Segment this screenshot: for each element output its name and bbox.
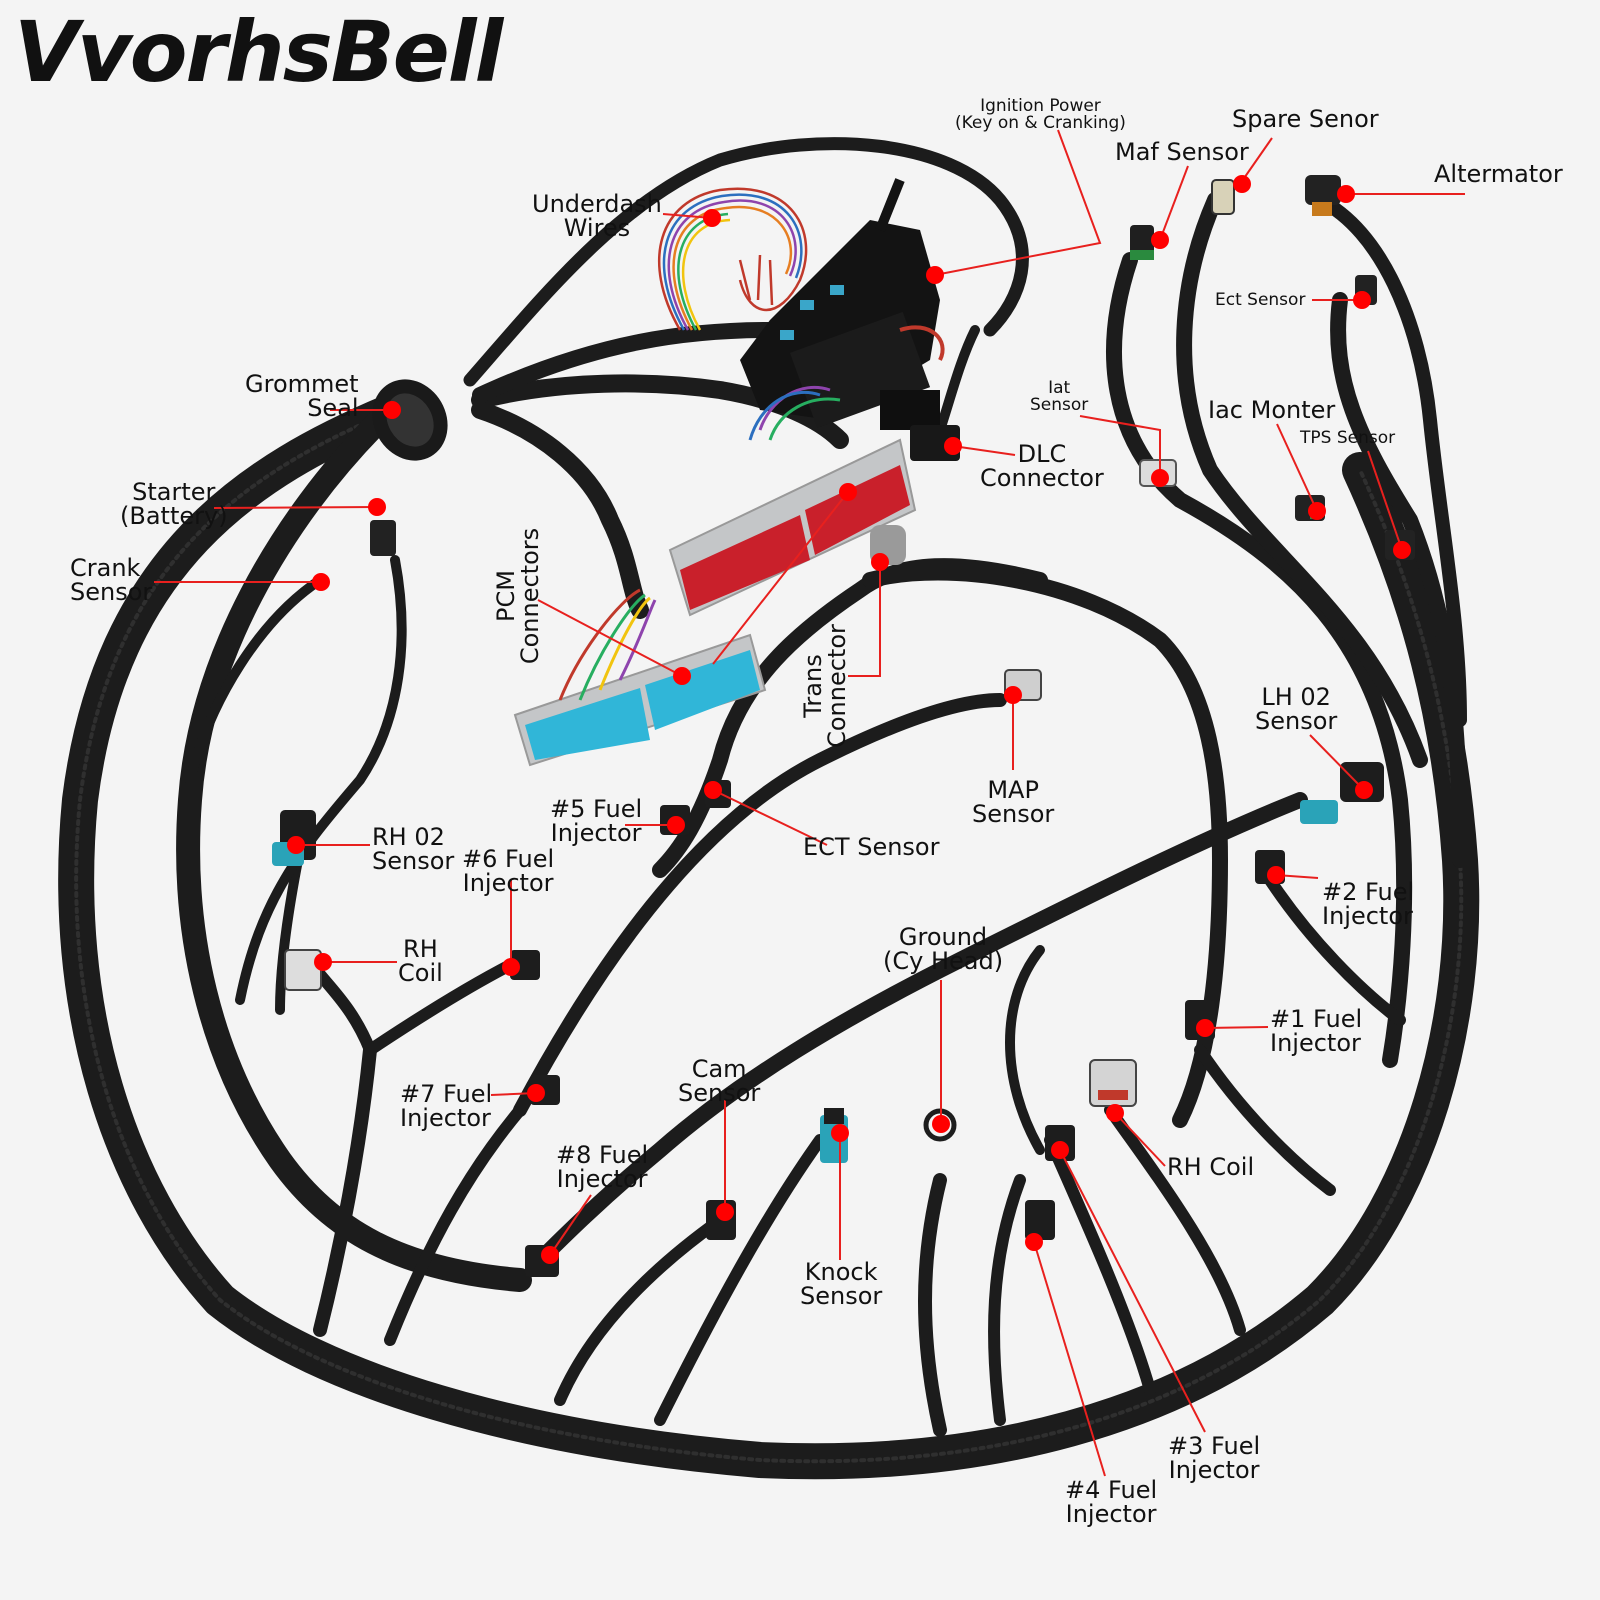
- label-spare-senor: Spare Senor: [1232, 105, 1379, 133]
- brand-logo: VvorhsBell: [14, 3, 503, 101]
- label-ignition-power: Ignition Power(Key on & Cranking): [955, 96, 1126, 133]
- leader-lines: [154, 129, 1465, 1477]
- pcm-branch: [471, 374, 849, 449]
- label-starter-battery: Starter(Battery): [120, 478, 228, 530]
- label-ect-sensor: ECT Sensor: [803, 833, 940, 861]
- grommet-seal-part: [372, 379, 448, 461]
- label-tps-sensor: TPS Sensor: [1300, 428, 1396, 448]
- label-rh-coil-right: RH Coil: [1167, 1153, 1255, 1181]
- ignition-loop: [463, 137, 1029, 387]
- label-maf-sensor: Maf Sensor: [1115, 138, 1249, 166]
- starter-plug: [370, 520, 396, 556]
- label-altermator: Altermator: [1434, 160, 1563, 188]
- inner-left-trunk: [176, 408, 532, 1292]
- fuse-relay-box: [740, 178, 945, 430]
- spare-sensor-plug: [1211, 179, 1235, 215]
- alternator-plug: [1305, 175, 1341, 205]
- rh-coil-left-plug: [284, 949, 322, 991]
- inj4-plug: [1025, 1200, 1055, 1240]
- label-ground-cy-head: Ground(Cy Head): [883, 923, 1004, 975]
- label-ect-sensor-top: Ect Sensor: [1215, 290, 1306, 310]
- middle-diagonal: [513, 693, 1007, 1117]
- pcm-blue-connector: [513, 588, 767, 767]
- red-markers: [287, 175, 1411, 1264]
- label-iac-monter: Iac Monter: [1208, 396, 1336, 424]
- pcm-red-connector: [668, 385, 917, 617]
